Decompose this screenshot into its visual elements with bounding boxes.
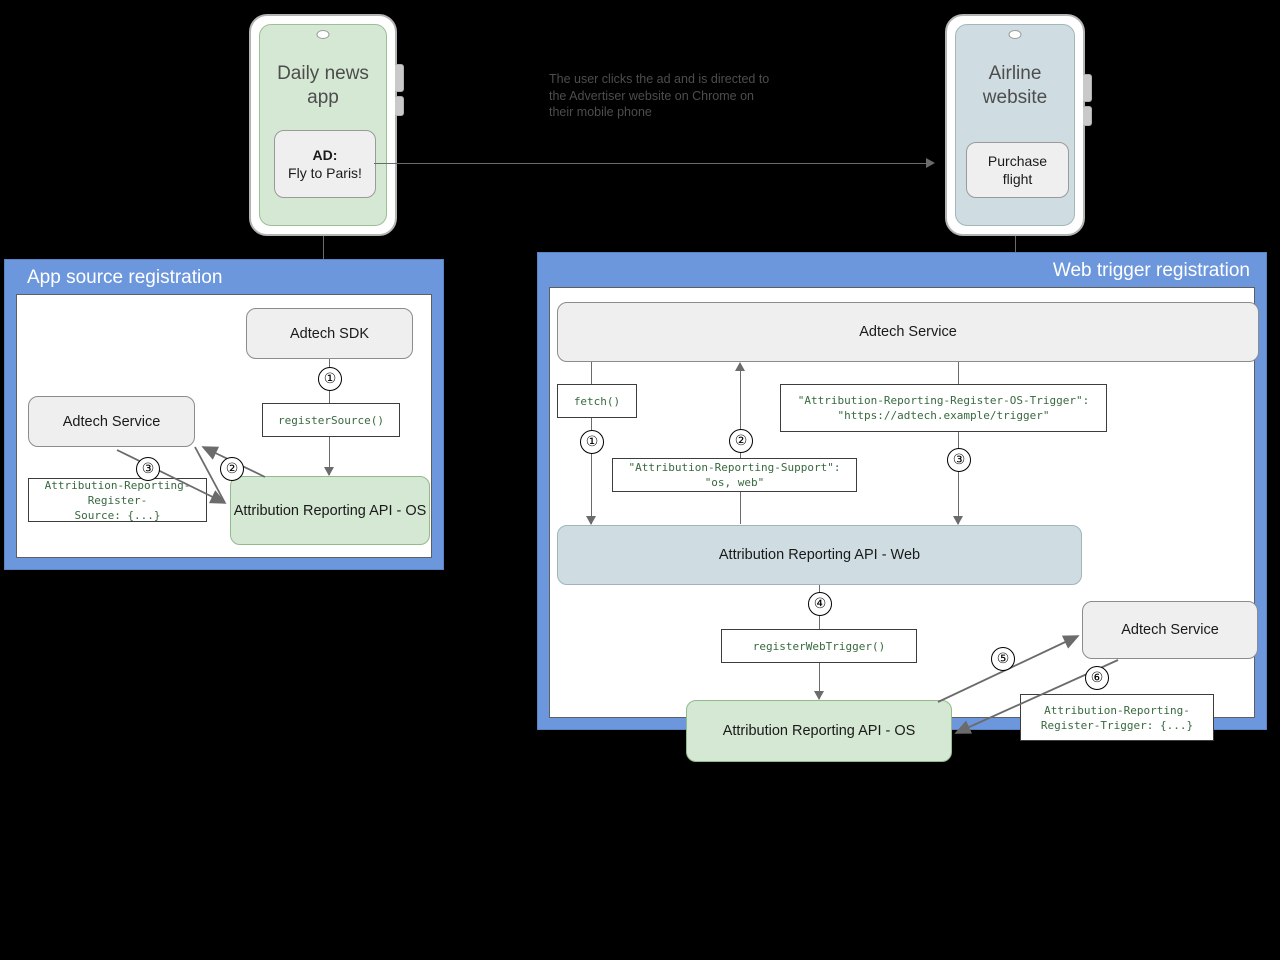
flow-caption: The user clicks the ad and is directed t…	[549, 72, 770, 119]
phone-camera-icon	[316, 30, 330, 39]
node-adtech-sdk: Adtech SDK	[246, 308, 413, 359]
node-adtech-service: Adtech Service	[28, 396, 195, 447]
step-marker-web-1: ①	[580, 430, 604, 454]
connector-ad-to-website	[374, 163, 927, 164]
connector-diagonals-app-source	[116, 446, 266, 504]
arrow-fetch-to-api-web	[586, 516, 596, 525]
panel-web-trigger-title: Web trigger registration	[1052, 260, 1250, 281]
step-marker-3: ③	[136, 457, 160, 481]
phone-camera-icon-right	[1008, 30, 1022, 39]
node-adtech-service-top: Adtech Service	[557, 302, 1259, 362]
panel-app-source-body: Adtech SDK ① registerSource() Attributio…	[16, 294, 432, 558]
connector-os-trigger-to-api-web	[958, 432, 959, 524]
ad-card-label: AD:	[312, 147, 338, 163]
phone-airline-website: Airline website Purchase flight	[945, 14, 1085, 236]
codebox-support-header: "Attribution-Reporting-Support": "os, we…	[612, 458, 857, 492]
purchase-flight-button[interactable]: Purchase flight	[966, 142, 1069, 198]
codebox-register-trigger-header: Attribution-Reporting- Register-Trigger:…	[1020, 694, 1214, 741]
phone-left-power-button	[395, 96, 404, 116]
ad-card[interactable]: AD: Fly to Paris!	[274, 130, 376, 198]
ad-card-text: Fly to Paris!	[288, 165, 362, 181]
phone-right-title: Airline website	[982, 63, 1048, 108]
step-marker-2: ②	[220, 457, 244, 481]
codebox-register-web-trigger: registerWebTrigger()	[721, 629, 917, 663]
phone-daily-news-app: Daily news app AD: Fly to Paris!	[249, 14, 397, 236]
node-attribution-reporting-api-os-web: Attribution Reporting API - OS	[686, 700, 952, 762]
step-marker-web-5: ⑤	[991, 647, 1015, 671]
panel-app-source-title: App source registration	[27, 267, 223, 288]
node-adtech-service-bottom: Adtech Service	[1082, 601, 1258, 659]
panel-web-trigger-registration: Web trigger registration Adtech Service …	[537, 252, 1267, 762]
connector-register-source-to-api-os	[329, 437, 330, 475]
connector-fetch-to-api-web	[591, 418, 592, 524]
node-attribution-reporting-api-web: Attribution Reporting API - Web	[557, 525, 1082, 585]
phone-left-volume-button	[395, 64, 404, 92]
arrow-os-trigger-to-api-web	[953, 516, 963, 525]
step-marker-web-3: ③	[947, 448, 971, 472]
codebox-register-source-header: Attribution-Reporting-Register- Source: …	[28, 478, 207, 522]
step-marker-web-6: ⑥	[1085, 666, 1109, 690]
phone-left-title: Daily news app	[277, 63, 369, 108]
phone-right-volume-button	[1083, 74, 1092, 102]
step-marker-web-2: ②	[729, 429, 753, 453]
step-marker-1: ①	[318, 367, 342, 391]
codebox-register-source: registerSource()	[262, 403, 400, 437]
connector-adtech-to-fetch	[591, 362, 592, 384]
step-marker-web-4: ④	[808, 592, 832, 616]
connector-adtech-to-os-trigger	[958, 362, 959, 384]
arrow-register-web-trigger-to-api-os	[814, 691, 824, 700]
panel-web-trigger-body: Adtech Service fetch() ① "Attribution-Re…	[549, 287, 1259, 762]
connector-diagonals-web-trigger	[937, 635, 1119, 734]
phone-right-power-button	[1083, 106, 1092, 126]
panel-app-source-registration: App source registration Adtech SDK ① reg…	[4, 259, 444, 570]
node-attribution-reporting-api-os: Attribution Reporting API - OS	[230, 476, 430, 545]
codebox-os-trigger-header: "Attribution-Reporting-Register-OS-Trigg…	[780, 384, 1107, 432]
arrow-register-source-to-api-os	[324, 467, 334, 476]
arrow-ad-to-website	[926, 158, 935, 168]
connector-register-web-trigger-to-api-os	[819, 663, 820, 699]
arrow-support-to-adtech	[735, 362, 745, 371]
codebox-fetch: fetch()	[557, 384, 637, 418]
